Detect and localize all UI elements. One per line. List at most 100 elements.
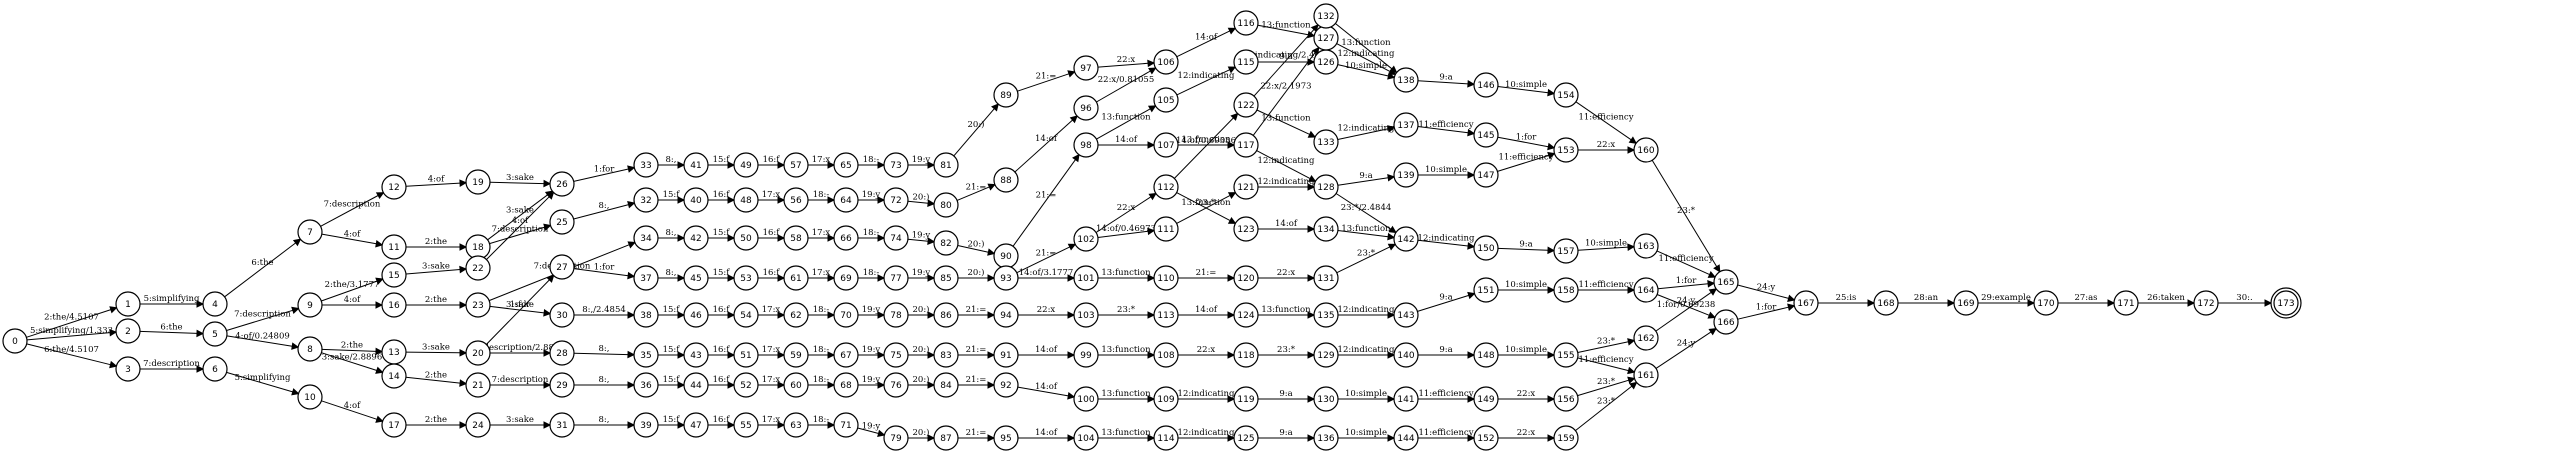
state-label: 114 [1157,434,1174,444]
state-circle [1473,277,1499,303]
edge-label: 12:indicating [1418,234,1475,244]
state-label: 41 [690,161,701,171]
edge-87-95: 21:= [957,428,996,442]
edge-48-56: 17:x [758,190,786,204]
edge-arrowhead [927,351,936,359]
edge-arrowhead [777,274,786,282]
state-circle [933,265,959,291]
state-circle [1153,132,1179,158]
state-node-85: 85 [933,265,959,291]
edge-line [489,305,545,314]
state-label: 59 [790,351,802,361]
edge-arrowhead [543,309,552,317]
edge-label: 15:f [663,190,681,200]
edge-13-20: 3:sake [405,343,468,357]
state-node-53: 53 [733,265,759,291]
edge-label: 12:indicating [1338,345,1395,355]
state-node-127: 127 [1313,25,1339,51]
state-label: 7 [307,228,313,238]
edge-line [1097,230,1149,238]
edge-label: 20:) [913,304,930,315]
edge-arrowhead [677,234,686,242]
state-label: 124 [1237,311,1254,321]
edge-11-18: 2:the [406,237,468,251]
state-label: 15 [388,271,399,281]
state-label: 75 [890,351,901,361]
edge-label: 20:) [913,344,930,355]
state-circle [883,265,909,291]
state-label: 167 [1797,299,1814,309]
edge-40-48: 16:f [708,190,736,204]
state-circle [993,425,1019,451]
edge-line [907,200,929,204]
edge-line [953,108,995,157]
edge-arrowhead [2107,299,2116,307]
edge-163-165: 11:efficiency [1656,250,1717,278]
state-node-6: 6 [202,356,228,382]
state-node-98: 98 [1073,132,1099,158]
state-circle [883,342,909,368]
state-circle [683,342,709,368]
edge-43-51: 16:f [708,345,736,359]
state-label: 130 [1317,395,1334,405]
state-node-0: 0 [2,328,28,354]
edge-label: 1:for [1516,133,1538,143]
edge-arrowhead [1067,392,1076,400]
edge-arrowhead [1387,434,1396,442]
state-circle [465,412,491,438]
edge-label: 18:- [813,345,830,355]
edge-line [1656,294,1710,316]
edge-96-106: 22:x/0.81055 [1096,67,1157,103]
edge-label: 13:function [1261,305,1311,315]
state-node-11: 11 [381,234,407,260]
edge-77-85: 19:y [908,268,936,282]
state-circle [1393,67,1419,93]
edge-2-5: 6:the [139,323,205,338]
edge-label: 22:x [1197,345,1216,355]
edge-arrowhead [1227,395,1236,403]
state-label: 121 [1237,183,1254,193]
state-node-167: 167 [1793,290,1819,316]
edge-label: 10:simple [1505,280,1547,290]
edge-7-12: 7:description [320,192,385,227]
edge-82-90: 20:) [957,239,996,256]
state-node-69: 69 [833,265,859,291]
edge-arrowhead [1387,395,1396,403]
state-circle [1313,342,1339,368]
state-label: 62 [790,311,801,321]
state-circle [381,262,407,288]
edge-148-155: 10:simple [1498,345,1556,359]
state-label: 141 [1397,395,1414,405]
edge-arrowhead [1072,153,1080,163]
state-node-95: 95 [993,425,1019,451]
edge-arrowhead [827,311,836,319]
edge-164-166: 24:y [1656,294,1716,319]
state-circle [1313,425,1339,451]
edge-label: 9:a [1279,389,1292,399]
edge-80-88: 21:= [956,183,996,201]
state-label: 94 [1000,311,1012,321]
state-node-161: 161 [1633,362,1659,388]
edge-label: 9:a [1519,240,1532,250]
state-circle [549,372,575,398]
state-node-146: 146 [1473,72,1499,98]
edge-18-25: 7:description [489,223,552,245]
edge-95-104: 14:of [1017,428,1076,442]
state-node-14: 14 [381,363,407,389]
state-label: 157 [1557,247,1574,257]
state-label: 28 [556,349,568,359]
edge-label: 7:description [324,200,381,210]
edge-label: 11:efficiency [1418,120,1473,130]
state-node-56: 56 [783,187,809,213]
edge-arrowhead [987,274,996,282]
state-circle [633,265,659,291]
state-node-113: 113 [1153,302,1179,328]
state-label: 138 [1397,76,1414,86]
state-label: 96 [1080,104,1092,114]
state-label: 24 [472,421,484,431]
edge-arrowhead [627,241,636,249]
edge-arrowhead [987,381,996,389]
state-node-74: 74 [883,225,909,251]
state-node-160: 160 [1633,137,1659,163]
edge-label: 13:function [1341,38,1391,48]
